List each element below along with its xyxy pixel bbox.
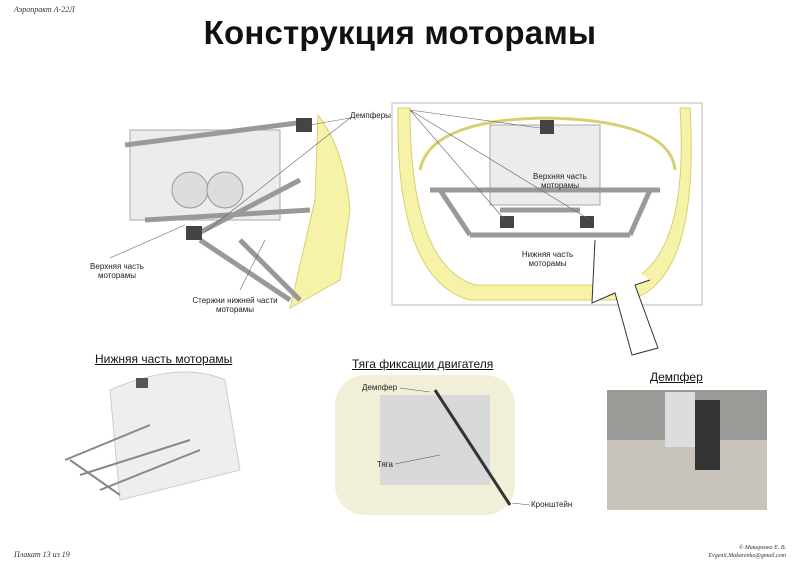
- label-front-lower: Нижняя часть моторамы: [521, 250, 574, 268]
- label-photo-damper: Демпфер: [362, 383, 398, 392]
- label-side-upper: Верхняя часть моторамы: [90, 262, 144, 280]
- page-title: Конструкция моторамы: [203, 14, 597, 51]
- poster-number: Плакат 13 из 19: [14, 550, 70, 559]
- side-view-diagram: [109, 113, 351, 309]
- section-title-fixation-rod: Тяга фиксации двигателя: [352, 357, 494, 371]
- author-email: Evgenii.Makarenko@gmail.com: [708, 553, 786, 559]
- label-photo-rod: Тяга: [377, 460, 393, 469]
- section-title-damper: Демпфер: [650, 370, 703, 384]
- section-title-lower-frame: Нижняя часть моторамы: [95, 352, 233, 366]
- author: © Макаренко Е. В.: [738, 545, 786, 551]
- label-dampers: Демпферы: [350, 111, 391, 120]
- label-photo-bracket: Кронштейн: [531, 500, 573, 509]
- photo-engine-fixation-rod: [335, 375, 531, 515]
- label-side-rods: Стержни нижней части моторамы: [192, 296, 278, 314]
- front-view-diagram: [391, 102, 703, 356]
- photo-damper: [607, 390, 767, 510]
- photo-lower-frame: [64, 371, 241, 501]
- label-front-upper: Верхняя часть моторамы: [533, 172, 587, 190]
- project-name: Аэропракт А-22Л: [14, 5, 75, 14]
